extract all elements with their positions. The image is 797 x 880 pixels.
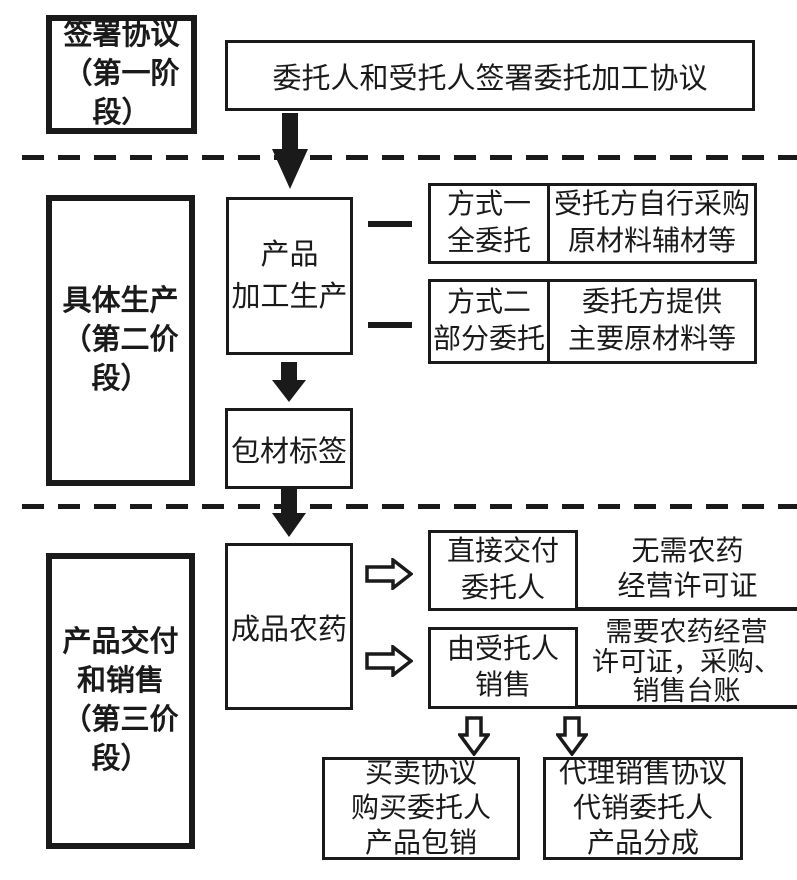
sale-agreement-text-1: 买卖协议 购买委托人 产品包销 [350,758,491,859]
mode1-desc-cell: 受托方自行采购 原材料辅材等 [550,186,754,261]
stage1-label: 签署协议 （第一阶段） [63,18,180,130]
delivery-direct-text: 直接交付 委托人 [446,536,559,604]
stage2-label-box: 具体生产 （第二价段） [46,195,195,486]
solid-down-arrow-icon [272,489,306,537]
hollow-down-arrow-icon [458,716,490,756]
mode1-name: 方式一 全委托 [446,189,531,257]
delivery-direct-note-text: 无需农药 经营许可证 [617,535,758,602]
stage-separator-line [22,155,797,160]
mode1-desc: 受托方自行采购 原材料辅材等 [553,189,750,257]
sale-agreement-box-1: 买卖协议 购买委托人 产品包销 [322,757,520,860]
finished-product-box: 成品农药 [225,543,353,710]
stage-separator-line [22,504,797,509]
production-box: 产品 加工生产 [226,197,353,355]
delivery-direct-note: 无需农药 经营许可证 [578,530,797,611]
delivery-trustee-note-text: 需要农药经营 许可证，采购、 销售台账 [592,616,781,707]
solid-down-arrow-icon [272,362,306,402]
stage2-label: 具体生产 （第二价段） [62,284,179,396]
mode2-name-cell: 方式二 部分委托 [431,282,550,361]
production-text: 产品 加工生产 [231,238,348,313]
dash-connector-icon [368,221,412,227]
packaging-text: 包材标签 [230,435,347,468]
sale-agreement-text-2: 代理销售协议 代销委托人 产品分成 [558,758,727,859]
stage3-label: 产品交付 和销售 （第三价段） [62,625,179,776]
dash-connector-icon [368,322,412,328]
mode2-row: 方式二 部分委托 委托方提供 主要原材料等 [428,279,757,364]
mode1-row: 方式一 全委托 受托方自行采购 原材料辅材等 [428,183,757,264]
mode2-desc: 委托方提供 主要原材料等 [567,287,736,355]
packaging-label-box: 包材标签 [225,408,353,489]
delivery-trustee-box: 由受托人 销售 [428,627,578,709]
sale-agreement-box-2: 代理销售协议 代销委托人 产品分成 [543,757,743,860]
hollow-right-arrow-icon [365,645,413,677]
hollow-down-arrow-icon [556,716,588,756]
agreement-box: 委托人和受托人签署委托加工协议 [225,40,755,111]
delivery-trustee-text: 由受托人 销售 [446,633,559,701]
agreement-text: 委托人和受托人签署委托加工协议 [272,62,708,95]
mode2-desc-cell: 委托方提供 主要原材料等 [550,282,754,361]
solid-down-arrow-icon [272,113,308,189]
mode1-name-cell: 方式一 全委托 [431,186,550,261]
mode2-name: 方式二 部分委托 [432,287,545,355]
hollow-right-arrow-icon [365,558,413,590]
stage3-label-box: 产品交付 和销售 （第三价段） [46,553,195,849]
finished-product-text: 成品农药 [230,613,347,646]
delivery-trustee-note: 需要农药经营 许可证，采购、 销售台账 [576,616,797,709]
delivery-direct-box: 直接交付 委托人 [428,530,578,611]
stage1-label-box: 签署协议 （第一阶段） [46,15,197,134]
